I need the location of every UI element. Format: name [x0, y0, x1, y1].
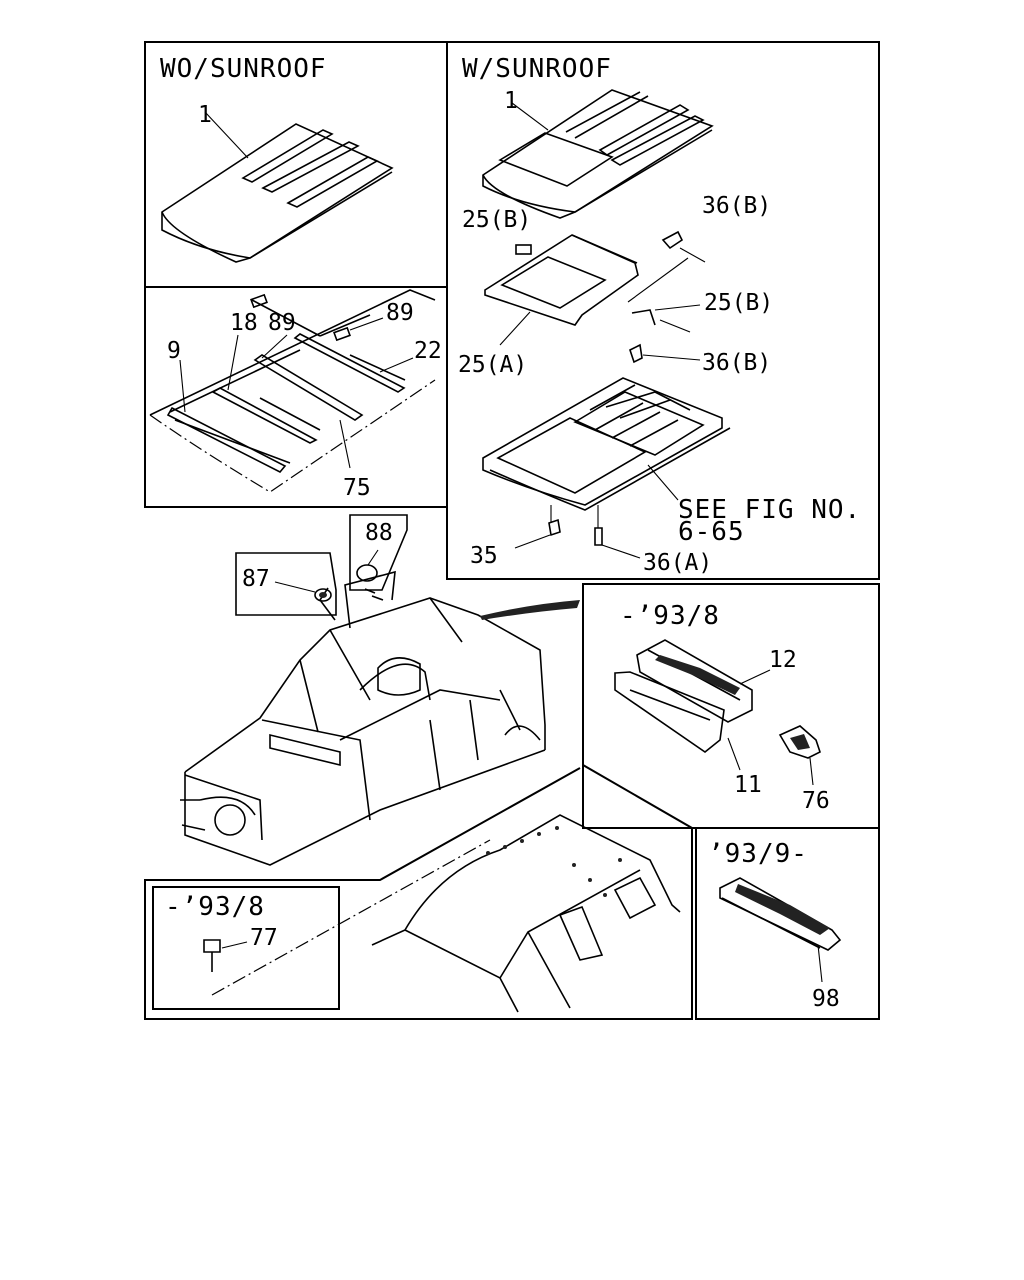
- callout-9: 9: [167, 338, 181, 364]
- callout-11: 11: [734, 772, 762, 798]
- callout-1-sunroof-roof: 1: [504, 88, 518, 114]
- callout-36b-mid: 36(B): [702, 350, 771, 376]
- title-w-sunroof: W/SUNROOF: [462, 54, 612, 84]
- roof-bows: [149, 289, 436, 493]
- callout-labels: 1 1 9 18 89 89 22 75 25(B) 36(B) 25(B) 2…: [167, 88, 840, 1012]
- callout-98: 98: [812, 986, 840, 1012]
- callout-75: 75: [343, 475, 371, 501]
- title-bolt-inset: -’93/8: [165, 892, 265, 922]
- plug-inset-88: [349, 514, 408, 591]
- callout-77: 77: [250, 925, 278, 951]
- callout-25a: 25(A): [458, 352, 527, 378]
- callout-18: 18: [230, 310, 258, 336]
- callout-12: 12: [769, 647, 797, 673]
- title-wo-sunroof: WO/SUNROOF: [160, 54, 327, 84]
- clip-inset-87: [235, 552, 337, 616]
- panel-titles: WO/SUNROOF W/SUNROOF -’93/8 ’93/9- -’93/…: [160, 54, 861, 922]
- callout-1-roof: 1: [198, 102, 212, 128]
- bolt-77: [203, 839, 491, 996]
- title-early-bracket: -’93/8: [620, 601, 720, 631]
- callout-36b-top: 36(B): [702, 193, 771, 219]
- pointer-arrow: [480, 600, 580, 620]
- early-bracket-parts: [614, 639, 821, 786]
- title-late-bracket: ’93/9-: [708, 839, 808, 869]
- roof-panel-no-sunroof: [161, 111, 394, 263]
- callout-88: 88: [365, 520, 393, 546]
- callout-36a: 36(A): [643, 550, 712, 576]
- callout-25b-top: 25(B): [462, 207, 531, 233]
- callout-22: 22: [414, 338, 442, 364]
- callout-87: 87: [242, 566, 270, 592]
- rear-roof-view: [371, 814, 681, 1013]
- callout-76: 76: [802, 788, 830, 814]
- late-bracket-parts: [719, 877, 842, 983]
- callout-25b-mid: 25(B): [704, 290, 773, 316]
- see-fig-note: SEE FIG NO.: [678, 495, 861, 525]
- panel-frames: [144, 41, 880, 1020]
- see-fig-number: 6-65: [678, 517, 745, 547]
- callout-89-right: 89: [386, 300, 414, 326]
- vehicle-body-shell: [180, 570, 546, 866]
- callout-89-left: 89: [268, 310, 296, 336]
- sunroof-assembly: [482, 89, 731, 559]
- callout-35: 35: [470, 543, 498, 569]
